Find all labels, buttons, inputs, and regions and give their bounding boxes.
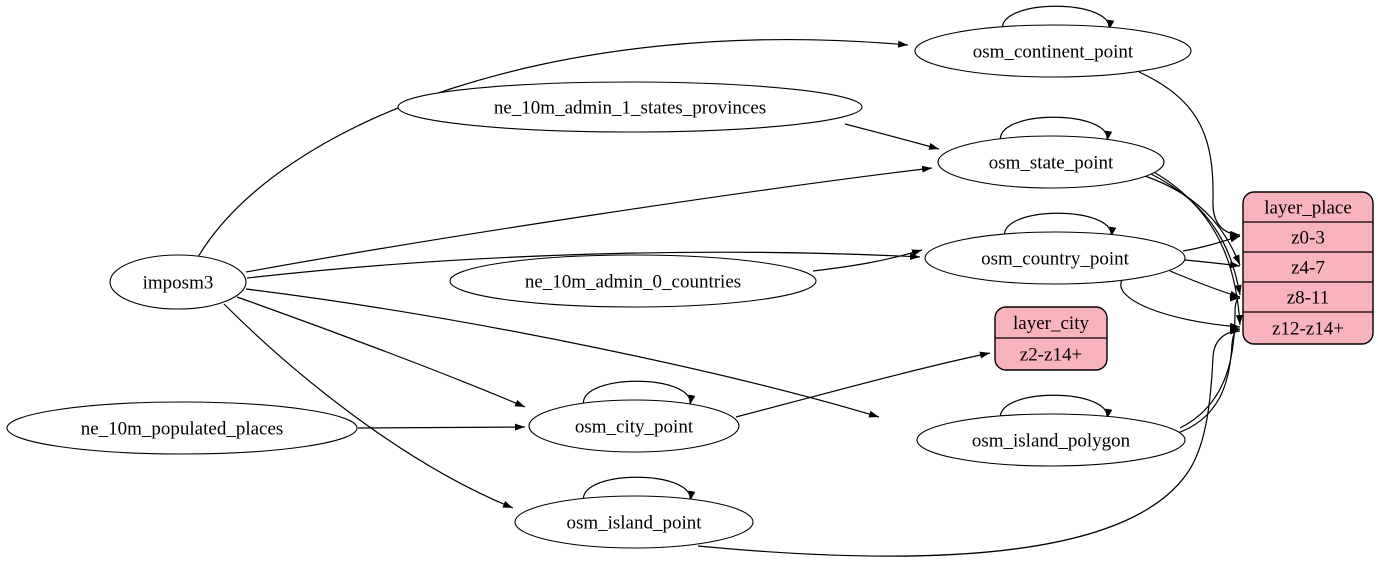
node-label-osm_island_polygon: osm_island_polygon: [972, 431, 1131, 452]
record-row-layer_place-z12-z14+: z12-z14+: [1272, 319, 1344, 340]
node-label-imposm3: imposm3: [143, 273, 214, 294]
self-loop-osm_country_point: [1004, 212, 1117, 240]
edge-imposm3-to-osm_island_point: [223, 303, 514, 509]
node-label-ne_10m_admin_0_countries: ne_10m_admin_0_countries: [525, 272, 741, 293]
node-osm_state_point: osm_state_point: [937, 135, 1165, 189]
edge-osm_country_point-to-layer_place-z4-7: [1184, 259, 1241, 269]
edge-osm_island_point-to-layer_place-z12-z14+: [697, 327, 1241, 557]
self-loop-osm_island_polygon: [1000, 394, 1113, 422]
node-osm_country_point: osm_country_point: [924, 231, 1186, 285]
node-layer_city: layer_city z2-z14+: [994, 306, 1108, 371]
edge-osm_island_polygon-to-layer_place-z8-11: [1179, 294, 1241, 429]
node-ne_10m_admin_0_countries: ne_10m_admin_0_countries: [449, 254, 817, 308]
node-ne_10m_admin_1_states_provinces: ne_10m_admin_1_states_provinces: [397, 81, 863, 133]
edge-ne_10m_admin_1_states_provinces-to-osm_state_point: [844, 123, 940, 150]
edge-imposm3-to-osm_state_point: [245, 165, 933, 273]
node-label-osm_country_point: osm_country_point: [981, 249, 1129, 270]
record-row-layer_city-z2-z14+: z2-z14+: [1020, 345, 1082, 366]
node-osm_island_point: osm_island_point: [514, 495, 754, 549]
edge-osm_state_point-to-layer_place-z12-z14+: [1151, 170, 1243, 326]
node-osm_continent_point: osm_continent_point: [914, 24, 1192, 78]
node-label-osm_city_point: osm_city_point: [575, 417, 694, 438]
self-loop-osm_continent_point: [1002, 5, 1115, 33]
edge-ne_10m_admin_0_countries-to-osm_country_point: [812, 249, 923, 272]
record-row-layer_place-z4-7: z4-7: [1291, 258, 1325, 279]
edge-osm_country_point-to-layer_place-z12-z14+: [1120, 279, 1241, 330]
node-label-ne_10m_admin_1_states_provinces: ne_10m_admin_1_states_provinces: [494, 98, 766, 119]
record-row-layer_place-layer_place: layer_place: [1264, 198, 1352, 219]
self-loop-osm_island_point: [583, 476, 696, 504]
node-label-osm_state_point: osm_state_point: [989, 153, 1114, 174]
node-ne_10m_populated_places: ne_10m_populated_places: [6, 401, 358, 455]
edge-osm_country_point-to-layer_place-z0-3: [1182, 235, 1241, 252]
edge-osm_city_point-to-layer_city-z2-z14+: [735, 351, 991, 418]
edge-osm_state_point-to-layer_place-z4-7: [1144, 175, 1241, 266]
node-layer_place: layer_place z0-3 z4-7 z8-11 z12-z14+: [1242, 191, 1374, 345]
edge-osm_state_point-to-layer_place-z8-11: [1148, 172, 1242, 296]
node-osm_city_point: osm_city_point: [528, 399, 740, 453]
node-osm_island_polygon: osm_island_polygon: [916, 413, 1186, 467]
edge-imposm3-to-osm_continent_point: [197, 39, 909, 258]
node-label-osm_island_point: osm_island_point: [566, 513, 702, 534]
edge-osm_country_point-to-layer_place-z8-11: [1169, 270, 1241, 298]
edge-ne_10m_populated_places-to-osm_city_point: [357, 423, 526, 431]
record-row-layer_city-layer_city: layer_city: [1013, 313, 1089, 334]
edge-osm_continent_point-to-layer_place-z0-3: [1138, 71, 1241, 238]
edge-imposm3-to-osm_country_point: [246, 251, 921, 279]
record-row-layer_place-z8-11: z8-11: [1287, 288, 1330, 309]
edge-imposm3-to-osm_city_point: [236, 296, 526, 408]
node-label-ne_10m_populated_places: ne_10m_populated_places: [81, 419, 284, 440]
self-loop-osm_state_point: [1000, 116, 1113, 144]
node-label-osm_continent_point: osm_continent_point: [973, 42, 1134, 63]
node-imposm3: imposm3: [109, 254, 247, 310]
self-loop-osm_city_point: [583, 380, 696, 408]
edge-imposm3-to-osm_island_polygon: [245, 288, 880, 418]
record-row-layer_place-z0-3: z0-3: [1291, 228, 1325, 249]
